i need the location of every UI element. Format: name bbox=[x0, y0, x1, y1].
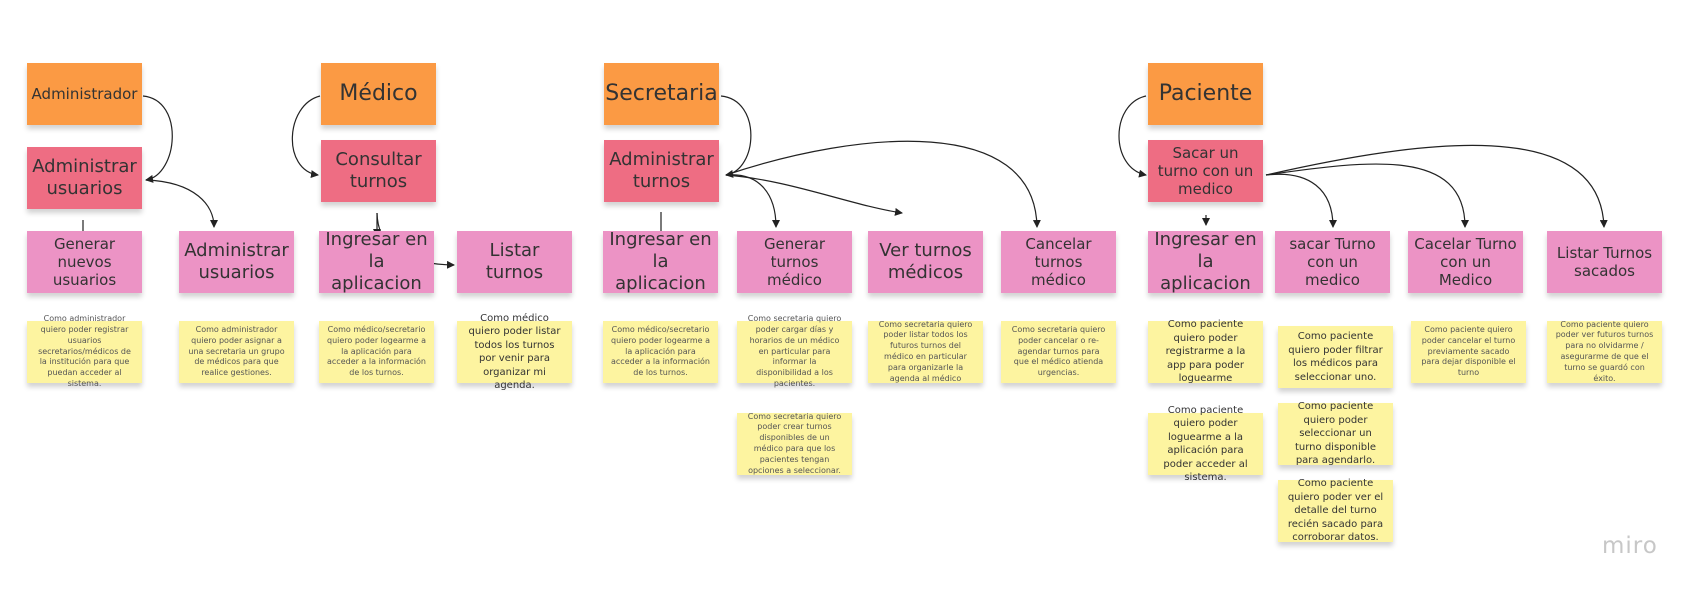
miro-logo: miro bbox=[1602, 533, 1658, 559]
story-pac-sacar-3[interactable]: Como paciente quiero poder ver el detall… bbox=[1278, 478, 1393, 543]
epic-secretaria-administrar-turnos[interactable]: Administrar turnos bbox=[604, 140, 719, 202]
epic-paciente-sacar-turno[interactable]: Sacar un turno con un medico bbox=[1148, 140, 1263, 202]
task-sec-generar-turnos[interactable]: Generar turnos médico bbox=[737, 231, 852, 293]
connector-pac-epic-cancelar bbox=[1265, 163, 1469, 228]
task-medico-ingresar[interactable]: Ingresar en la aplicacion bbox=[319, 229, 434, 294]
task-sec-ingresar[interactable]: Ingresar en la aplicacion bbox=[603, 229, 718, 294]
story-sec-ver-1[interactable]: Como secretaria quiero poder listar todo… bbox=[868, 320, 983, 383]
connector-admin-role-epic bbox=[142, 95, 173, 183]
connector-sec-role-epic bbox=[720, 95, 752, 178]
role-paciente[interactable]: Paciente bbox=[1148, 63, 1263, 125]
task-sec-cancelar-turnos[interactable]: Cancelar turnos médico bbox=[1001, 231, 1116, 293]
epic-admin-administrar-usuarios[interactable]: Administrar usuarios bbox=[27, 147, 142, 209]
task-medico-listar-turnos[interactable]: Listar turnos bbox=[457, 231, 572, 293]
story-sec-generar-2[interactable]: Como secretaria quiero poder crear turno… bbox=[737, 412, 852, 475]
connector-pac-epic-sacar bbox=[1265, 173, 1337, 228]
story-pac-sacar-1[interactable]: Como paciente quiero poder filtrar los m… bbox=[1278, 326, 1393, 388]
story-pac-ingresar-1[interactable]: Como paciente quiero poder registrarme a… bbox=[1148, 319, 1263, 384]
connector-admin-epic-task bbox=[145, 179, 218, 228]
connector-sec-epic-generar bbox=[725, 174, 780, 228]
story-pac-cancelar-1[interactable]: Como paciente quiero poder cancelar el t… bbox=[1411, 321, 1526, 383]
connector-medico-role-epic bbox=[291, 95, 321, 178]
task-pac-sacar-turno[interactable]: sacar Turno con un medico bbox=[1275, 231, 1390, 293]
story-admin-generar-1[interactable]: Como administrador quiero poder registra… bbox=[27, 314, 142, 388]
role-administrador[interactable]: Administrador bbox=[27, 63, 142, 125]
role-secretaria[interactable]: Secretaria bbox=[604, 63, 719, 125]
story-pac-sacar-2[interactable]: Como paciente quiero poder seleccionar u… bbox=[1278, 401, 1393, 466]
connector-pac-epic-listar bbox=[1265, 144, 1608, 228]
story-sec-ingresar-1[interactable]: Como médico/secretario quiero poder loge… bbox=[603, 321, 718, 383]
story-admin-administrar-1[interactable]: Como administrador quiero poder asignar … bbox=[179, 321, 294, 383]
task-pac-listar-turnos[interactable]: Listar Turnos sacados bbox=[1547, 231, 1662, 293]
task-sec-ver-turnos[interactable]: Ver turnos médicos bbox=[868, 231, 983, 293]
connector-pac-role-epic bbox=[1118, 95, 1147, 178]
task-admin-administrar-usuarios[interactable]: Administrar usuarios bbox=[179, 231, 294, 293]
role-medico[interactable]: Médico bbox=[321, 63, 436, 125]
story-pac-ingresar-2[interactable]: Como paciente quiero poder loguearme a l… bbox=[1148, 405, 1263, 483]
story-medico-ingresar-1[interactable]: Como médico/secretario quiero poder loge… bbox=[319, 321, 434, 383]
story-sec-cancelar-1[interactable]: Como secretaria quiero poder cancelar o … bbox=[1001, 321, 1116, 383]
connector-sec-epic-cancelar bbox=[725, 140, 1041, 228]
story-medico-listar-1[interactable]: Como médico quiero poder listar todos lo… bbox=[457, 313, 572, 391]
task-admin-generar-usuarios[interactable]: Generar nuevos usuarios bbox=[27, 231, 142, 293]
connector-sec-epic-ver bbox=[725, 174, 903, 216]
task-pac-cancelar-turno[interactable]: Cacelar Turno con un Medico bbox=[1408, 231, 1523, 293]
story-sec-generar-1[interactable]: Como secretaria quiero poder cargar días… bbox=[737, 314, 852, 388]
task-pac-ingresar[interactable]: Ingresar en la aplicacion bbox=[1148, 229, 1263, 294]
epic-medico-consultar-turnos[interactable]: Consultar turnos bbox=[321, 140, 436, 202]
story-pac-listar-1[interactable]: Como paciente quiero poder ver futuros t… bbox=[1547, 320, 1662, 383]
